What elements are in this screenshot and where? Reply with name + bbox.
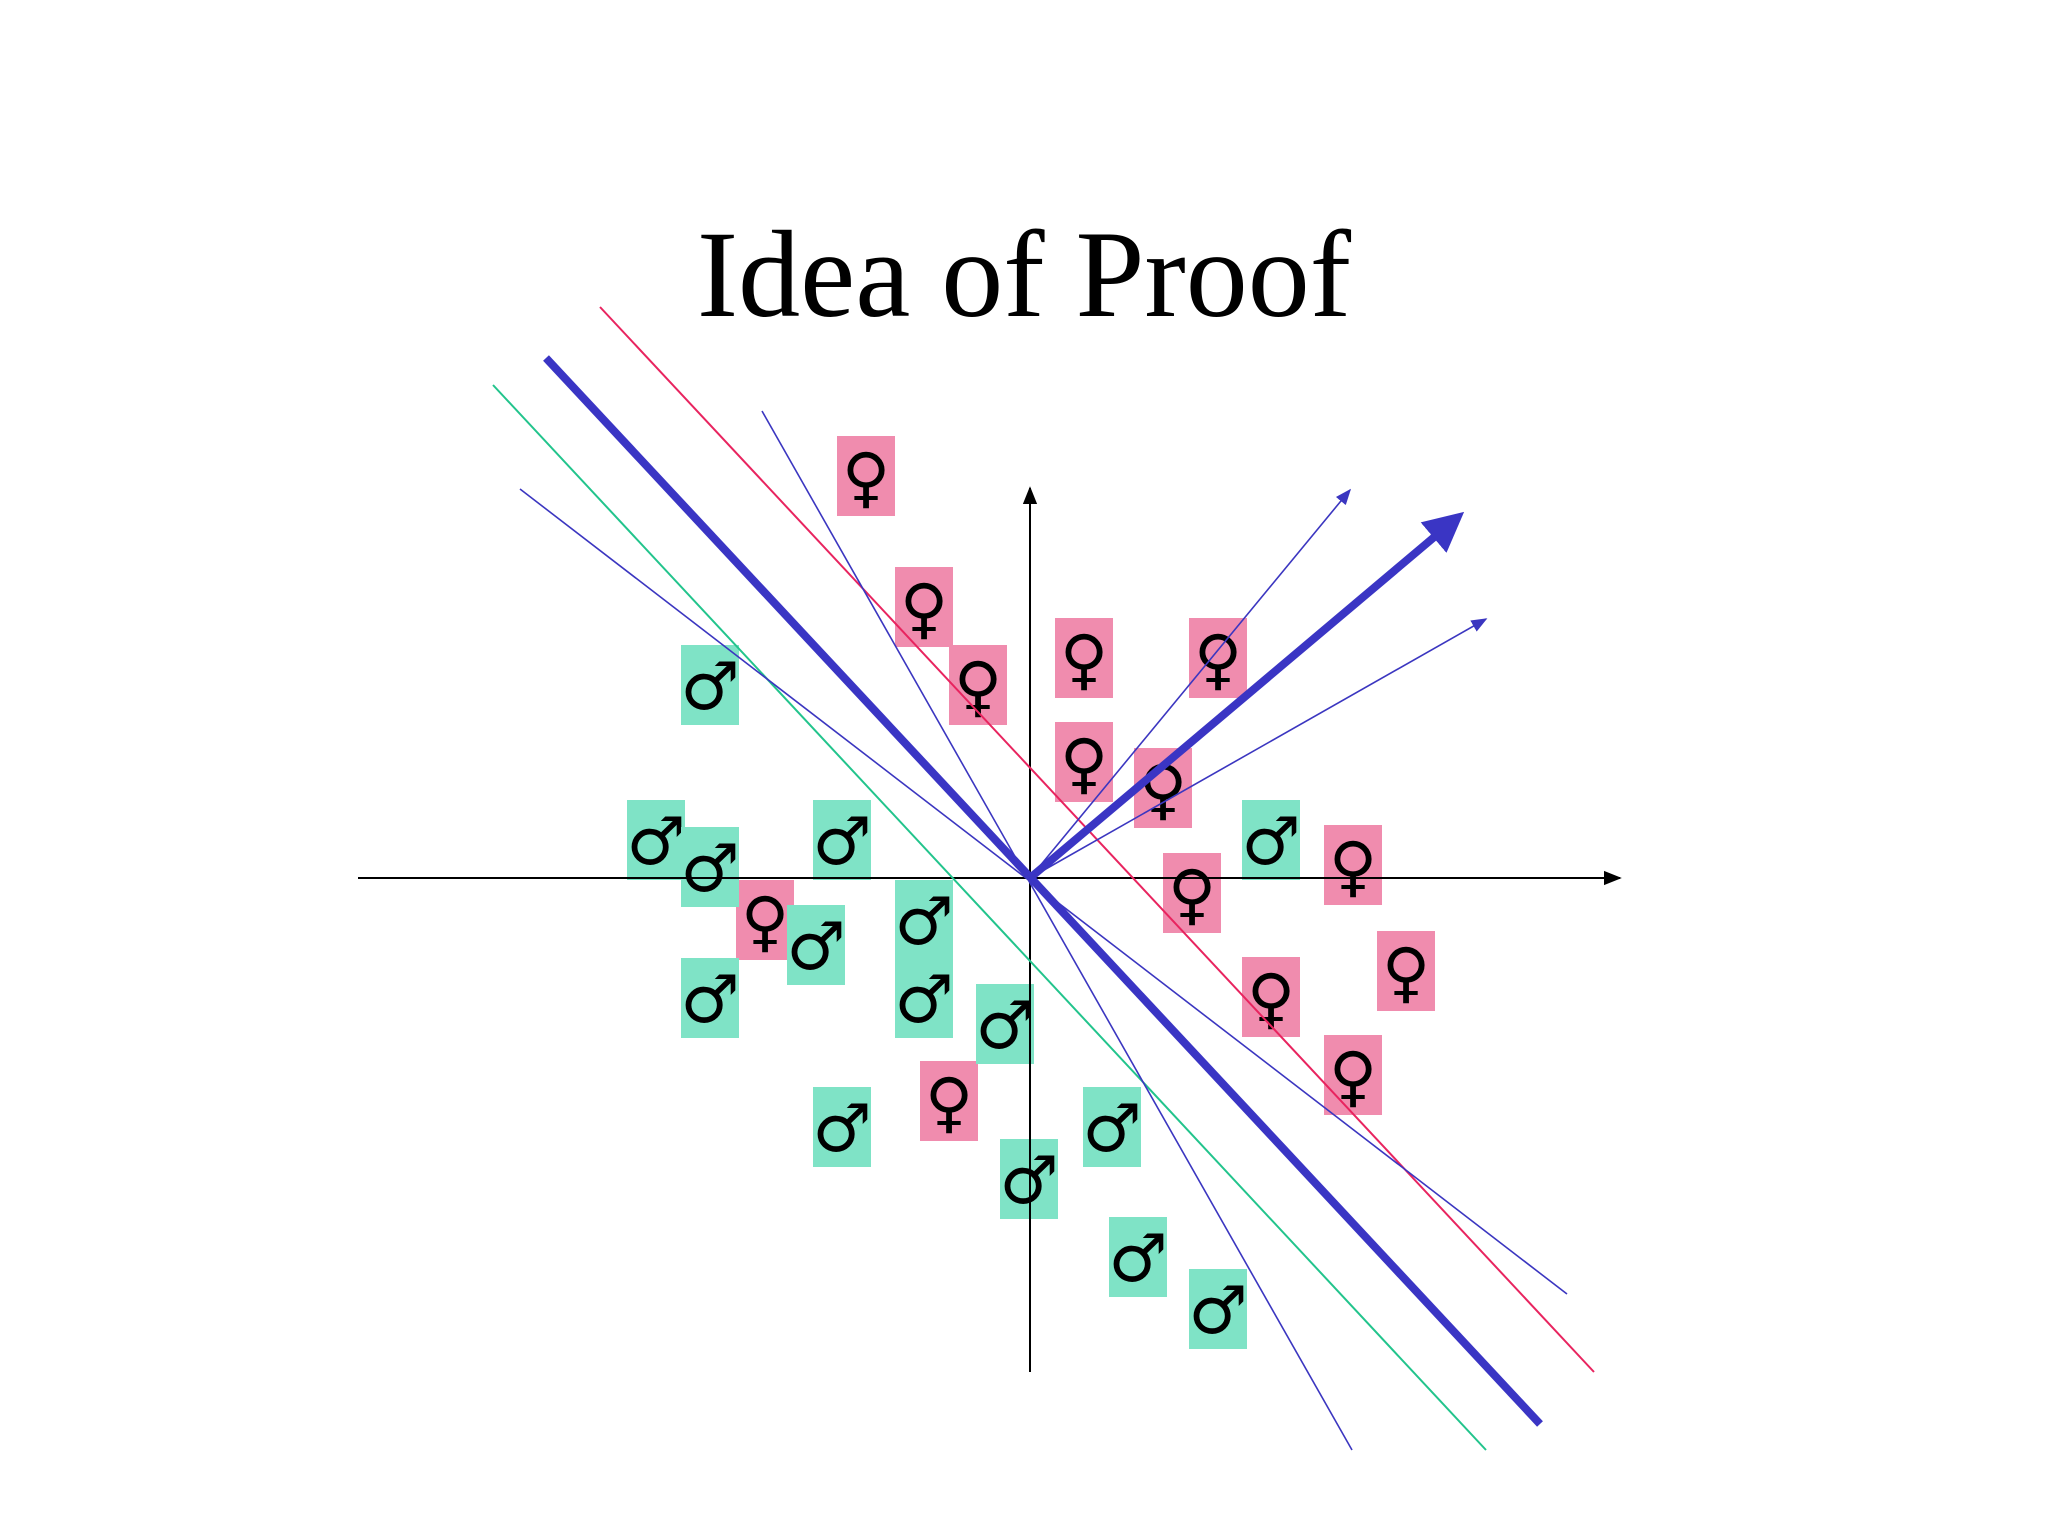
female-point: ♀ [895, 567, 953, 647]
female-point: ♀ [1242, 957, 1300, 1037]
male-symbol-icon: ♂ [1108, 1220, 1167, 1297]
male-symbol-icon: ♂ [812, 1090, 871, 1167]
male-point-box [895, 880, 953, 960]
male-point: ♂ [680, 958, 740, 1038]
female-point: ♀ [837, 436, 895, 516]
female-symbol-icon: ♀ [1247, 960, 1295, 1037]
male-point-box [681, 827, 739, 907]
male-symbol-icon: ♂ [812, 803, 871, 880]
male-point-box [681, 645, 739, 725]
male-point: ♂ [680, 645, 740, 725]
female-symbol-icon: ♀ [925, 1064, 973, 1141]
male-point-box [976, 984, 1034, 1064]
male-point: ♂ [812, 1087, 872, 1167]
female-point-box [920, 1061, 978, 1141]
male-symbol-icon: ♂ [680, 830, 739, 907]
male-symbol-icon: ♂ [894, 883, 953, 960]
female-point-box [1242, 957, 1300, 1037]
normal-vector-shallow [1029, 618, 1488, 879]
male-symbol-icon: ♂ [1241, 803, 1300, 880]
thin-separator-line-shallow [519, 488, 1568, 1295]
female-symbol-icon: ♀ [1329, 1038, 1377, 1115]
female-point: ♀ [1189, 618, 1247, 698]
female-symbol-icon: ♀ [1168, 856, 1216, 933]
male-point: ♂ [894, 958, 954, 1038]
female-point: ♀ [1377, 931, 1435, 1011]
female-symbol-icon: ♀ [1194, 621, 1242, 698]
normal-vector-thick [1027, 511, 1465, 882]
female-symbol-icon: ♀ [1060, 725, 1108, 802]
female-point: ♀ [1055, 618, 1113, 698]
female-point-box [1324, 825, 1382, 905]
male-symbol-icon: ♂ [680, 648, 739, 725]
female-symbol-icon: ♀ [900, 570, 948, 647]
female-symbol-icon: ♀ [1329, 828, 1377, 905]
female-point: ♀ [1324, 1035, 1382, 1115]
male-symbol-icon: ♂ [1188, 1272, 1247, 1349]
male-symbol-icon: ♂ [894, 961, 953, 1038]
male-symbol-icon: ♂ [680, 961, 739, 1038]
female-symbol-icon: ♀ [741, 883, 789, 960]
female-point-box [736, 880, 794, 960]
male-point-box [1189, 1269, 1247, 1349]
female-symbol-icon: ♀ [842, 439, 890, 516]
male-point: ♂ [894, 880, 954, 960]
male-point-box [1083, 1087, 1141, 1167]
female-point-box [1189, 618, 1247, 698]
normal-vector-steep [1029, 488, 1352, 879]
female-point-box [1324, 1035, 1382, 1115]
female-point: ♀ [736, 880, 794, 960]
female-point-box [1377, 931, 1435, 1011]
male-point: ♂ [1108, 1217, 1168, 1297]
female-symbol-icon: ♀ [1060, 621, 1108, 698]
male-point-box [1109, 1217, 1167, 1297]
male-point: ♂ [626, 800, 686, 880]
female-point-box [837, 436, 895, 516]
male-symbol-icon: ♂ [1082, 1090, 1141, 1167]
male-point: ♂ [1241, 800, 1301, 880]
slide-title: Idea of Proof [696, 206, 1352, 343]
female-point: ♀ [1055, 722, 1113, 802]
male-point: ♂ [786, 905, 846, 985]
male-point-box [813, 1087, 871, 1167]
thin-separator-line-steep [761, 410, 1353, 1451]
male-point: ♂ [1188, 1269, 1248, 1349]
female-point: ♀ [1324, 825, 1382, 905]
data-points: ♀♀♀♀♀♀♀♀♀♀♀♀♀♀♂♂♂♂♂♂♂♂♂♂♂♂♂♂♂ [626, 436, 1435, 1349]
green-separator-line [492, 384, 1487, 1451]
male-point: ♂ [1082, 1087, 1142, 1167]
male-point-box [627, 800, 685, 880]
male-point-box [895, 958, 953, 1038]
female-symbol-icon: ♀ [1382, 934, 1430, 1011]
male-point: ♂ [975, 984, 1035, 1064]
male-symbol-icon: ♂ [786, 908, 845, 985]
female-point-box [1055, 618, 1113, 698]
male-point: ♂ [680, 827, 740, 907]
female-point: ♀ [920, 1061, 978, 1141]
male-symbol-icon: ♂ [975, 987, 1034, 1064]
male-point-box [813, 800, 871, 880]
male-point-box [1242, 800, 1300, 880]
male-symbol-icon: ♂ [626, 803, 685, 880]
male-point-box [681, 958, 739, 1038]
male-point: ♂ [812, 800, 872, 880]
male-point-box [787, 905, 845, 985]
